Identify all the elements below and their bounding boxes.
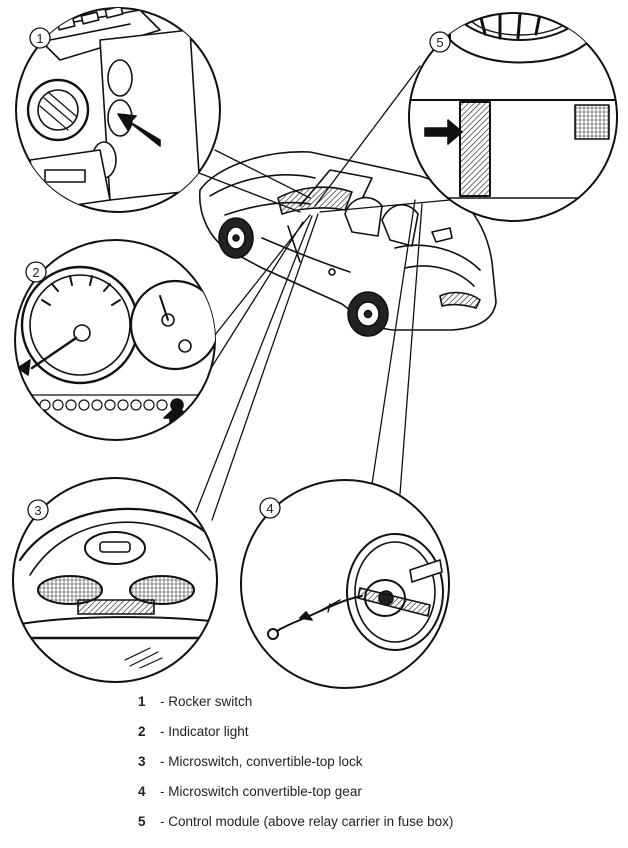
legend-number: 3: [138, 754, 146, 769]
legend-text: - Microswitch convertible-top gear: [160, 784, 362, 799]
legend-text: - Rocker switch: [160, 694, 253, 709]
legend-text: - Microswitch, convertible-top lock: [160, 754, 363, 769]
legend-item-5: 5 - Control module (above relay carrier i…: [138, 814, 453, 834]
legend-text: - Indicator light: [160, 724, 249, 739]
detail-circle-5-control-module: 5: [408, 12, 618, 222]
leader-lines: [185, 65, 451, 521]
legend-number: 1: [138, 694, 146, 709]
component-location-diagram: 1: [12, 7, 618, 689]
legend-number: 2: [138, 724, 146, 739]
detail-circle-3-convertible-top-lock: 3: [12, 477, 218, 683]
convertible-car-illustration: [198, 151, 497, 337]
callout-label-4: 4: [266, 501, 273, 516]
legend-number: 4: [138, 784, 146, 799]
legend-text: - Control module (above relay carrier in…: [160, 814, 454, 829]
legend-item-3: 3 - Microswitch, convertible-top lock: [138, 754, 363, 774]
detail-circle-2-indicator-light: 2: [14, 239, 216, 441]
callout-label-1: 1: [36, 31, 43, 46]
callout-label-2: 2: [32, 265, 39, 280]
callout-label-5: 5: [436, 35, 443, 50]
legend-item-1: 1 - Rocker switch: [138, 694, 252, 714]
callout-label-3: 3: [34, 503, 41, 518]
detail-circle-1-rocker-switch: 1: [15, 7, 221, 213]
legend-item-4: 4 - Microswitch convertible-top gear: [138, 784, 362, 804]
legend-number: 5: [138, 814, 146, 829]
detail-circle-4-convertible-top-gear: 4: [240, 479, 450, 689]
legend-item-2: 2 - Indicator light: [138, 724, 249, 744]
